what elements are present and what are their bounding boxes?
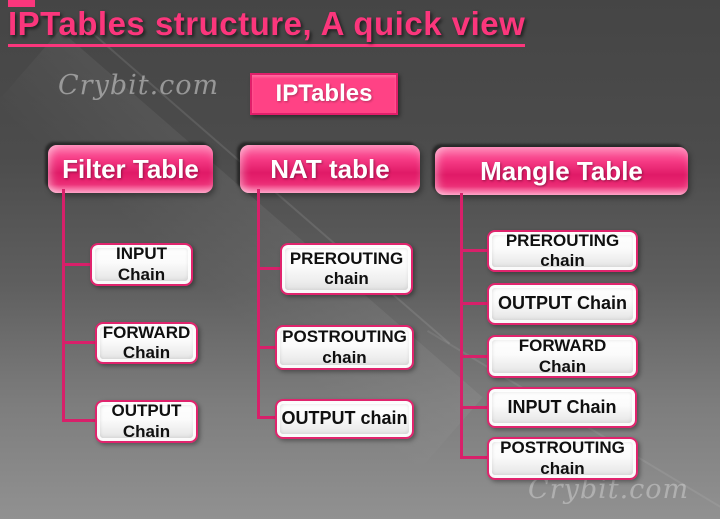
- connector-branch: [62, 263, 90, 266]
- connector-trunk-filter: [62, 189, 65, 422]
- chain-box-mangle-input: INPUT Chain: [487, 387, 637, 428]
- nat-table-label: NAT table: [270, 153, 390, 184]
- connector-branch: [62, 419, 95, 422]
- chain-box-mangle-output: OUTPUT Chain: [487, 283, 638, 325]
- connector-branch: [62, 341, 95, 344]
- connector-trunk-nat: [257, 189, 260, 419]
- connector-branch: [460, 302, 487, 305]
- connector-branch: [257, 416, 275, 419]
- corner-accent-tab: [8, 0, 35, 7]
- chain-box-nat-output: OUTPUT chain: [275, 399, 414, 439]
- mangle-table-label: Mangle Table: [480, 155, 643, 186]
- page-title: IPTables structure, A quick view: [8, 5, 708, 47]
- chain-box-filter-input: INPUT Chain: [90, 243, 193, 286]
- connector-branch: [460, 355, 487, 358]
- chain-box-filter-forward: FORWARD Chain: [95, 322, 198, 364]
- chain-box-nat-postrouting: POSTROUTING chain: [275, 325, 414, 370]
- iptables-root-label: IPTables: [275, 80, 373, 107]
- connector-branch: [460, 249, 487, 252]
- mangle-table-node: Mangle Table: [435, 147, 688, 195]
- chain-box-mangle-prerouting: PREROUTING chain: [487, 230, 638, 272]
- connector-branch: [460, 406, 487, 409]
- nat-table-node: NAT table: [240, 145, 420, 193]
- chain-box-mangle-postrouting: POSTROUTING chain: [487, 437, 638, 480]
- connector-trunk-mangle: [460, 193, 463, 459]
- connector-branch: [257, 346, 275, 349]
- connector-branch: [257, 267, 280, 270]
- filter-table-node: Filter Table: [48, 145, 213, 193]
- chain-box-mangle-forward: FORWARD Chain: [487, 335, 638, 378]
- iptables-root-node: IPTables: [250, 73, 398, 115]
- chain-box-filter-output: OUTPUT Chain: [95, 400, 198, 443]
- watermark-top: Crybit.com: [58, 70, 220, 101]
- chain-box-nat-prerouting: PREROUTING chain: [280, 243, 413, 295]
- page-title-text: IPTables structure, A quick view: [8, 5, 526, 47]
- filter-table-label: Filter Table: [62, 153, 199, 184]
- connector-branch: [460, 456, 487, 459]
